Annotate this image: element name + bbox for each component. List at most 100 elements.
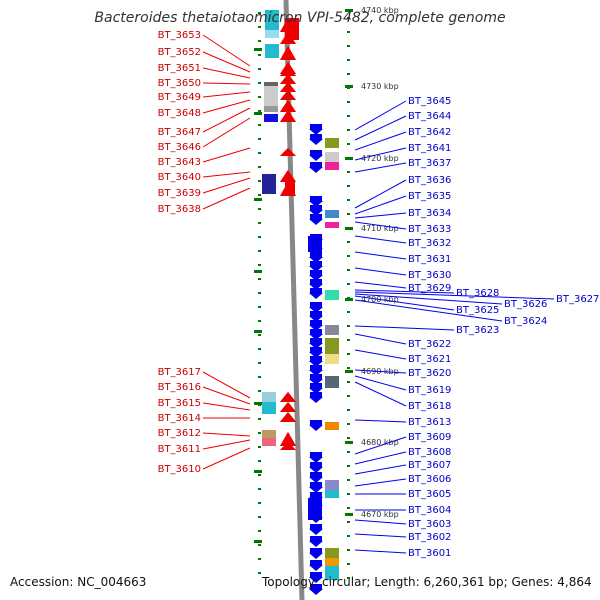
forward-gene-head: [309, 529, 323, 535]
protein-domain-box: [325, 566, 339, 580]
forward-gene-body: [310, 261, 322, 267]
protein-domain-box: [262, 392, 276, 402]
ruler-dot: [347, 269, 350, 271]
ruler-dot: [258, 68, 261, 70]
forward-gene-body: [310, 252, 322, 258]
forward-gene-head: [309, 457, 323, 463]
kbp-label: 4730 kbp: [361, 82, 399, 91]
forward-gene-body: [310, 134, 322, 140]
left-leader-line: [202, 99, 251, 114]
ruler-major-tick: [254, 270, 262, 273]
right-leader-line: [354, 349, 407, 360]
forward-gene-head: [309, 155, 323, 161]
reverse-gene-head: [280, 82, 296, 92]
left-gene-label: BT_3614: [158, 413, 201, 424]
protein-domain-box: [325, 325, 339, 335]
ruler-dot: [258, 82, 261, 84]
ruler-dot: [347, 535, 350, 537]
right-leader-line: [354, 369, 407, 374]
kbp-tick: [345, 441, 353, 444]
ruler-dot: [347, 353, 350, 355]
forward-gene-head: [309, 553, 323, 559]
ruler-dot: [347, 381, 350, 383]
right-leader-line: [354, 221, 407, 230]
right-gene-label: BT_3607: [408, 460, 451, 471]
right-gene-label: BT_3633: [408, 224, 451, 235]
left-gene-label: BT_3646: [158, 142, 201, 153]
forward-gene-head: [309, 343, 323, 349]
ruler-dot: [347, 185, 350, 187]
ruler-dot: [258, 488, 261, 490]
ruler-dot: [258, 376, 261, 378]
ruler-dot: [258, 180, 261, 182]
right-leader-line: [354, 289, 455, 294]
forward-gene-body: [310, 150, 322, 156]
kbp-label: 4710 kbp: [361, 224, 399, 233]
forward-gene-head: [309, 397, 323, 403]
protein-domain-box: [325, 376, 339, 388]
forward-gene-head: [309, 361, 323, 367]
right-gene-label: BT_3623: [456, 325, 499, 336]
right-leader-line: [354, 381, 407, 407]
right-leader-line: [354, 147, 407, 161]
right-gene-label: BT_3625: [456, 305, 499, 316]
kbp-tick: [345, 298, 353, 301]
ruler-dot: [347, 423, 350, 425]
kbp-label: 4670 kbp: [361, 510, 399, 519]
ruler-dot: [347, 493, 350, 495]
right-gene-label: BT_3604: [408, 505, 451, 516]
left-leader-line: [202, 402, 251, 411]
forward-gene-body: [310, 392, 322, 398]
forward-gene-head: [309, 334, 323, 340]
right-gene-label: BT_3619: [408, 385, 451, 396]
ruler-dot: [258, 432, 261, 434]
ruler-dot: [347, 73, 350, 75]
left-leader-line: [202, 432, 251, 437]
ruler-dot: [258, 12, 261, 14]
kbp-tick: [345, 9, 353, 12]
forward-gene-head: [309, 487, 323, 493]
kbp-tick: [345, 370, 353, 373]
ruler-dot: [258, 320, 261, 322]
forward-gene-head: [309, 467, 323, 473]
protein-domain-box: [325, 338, 339, 354]
left-gene-label: BT_3650: [158, 78, 201, 89]
forward-gene-head: [309, 577, 323, 583]
ruler-dot: [347, 367, 350, 369]
right-gene-label: BT_3641: [408, 143, 451, 154]
protein-domain-box: [325, 548, 339, 558]
forward-gene-body: [310, 572, 322, 578]
right-leader-line: [354, 549, 407, 554]
ruler-dot: [347, 395, 350, 397]
forward-gene-body: [310, 524, 322, 530]
forward-gene-body: [310, 462, 322, 468]
right-gene-label: BT_3618: [408, 401, 451, 412]
left-leader-line: [202, 187, 251, 210]
ruler-dot: [258, 348, 261, 350]
right-gene-label: BT_3628: [456, 288, 499, 299]
right-gene-label: BT_3645: [408, 96, 451, 107]
kbp-label: 4680 kbp: [361, 438, 399, 447]
left-leader-line: [202, 177, 251, 194]
forward-gene-head: [309, 388, 323, 394]
right-leader-line: [354, 464, 407, 475]
ruler-dot: [258, 194, 261, 196]
right-gene-label: BT_3630: [408, 270, 451, 281]
left-gene-label: BT_3616: [158, 382, 201, 393]
accession-text: Accession: NC_004663: [10, 575, 147, 589]
right-gene-label: BT_3621: [408, 354, 451, 365]
ruler-dot: [258, 250, 261, 252]
kbp-tick: [345, 513, 353, 516]
right-gene-label: BT_3629: [408, 283, 451, 294]
forward-gene-head: [309, 307, 323, 313]
right-leader-line: [354, 162, 407, 173]
ruler-dot: [258, 124, 261, 126]
left-leader-line: [202, 447, 251, 470]
forward-gene-head: [309, 565, 323, 571]
protein-domain-box: [325, 490, 339, 498]
protein-domain-box: [264, 114, 278, 122]
reverse-gene-block: [285, 18, 299, 40]
forward-gene-head: [309, 139, 323, 145]
reverse-gene-head: [280, 90, 296, 100]
ruler-dot: [347, 129, 350, 131]
